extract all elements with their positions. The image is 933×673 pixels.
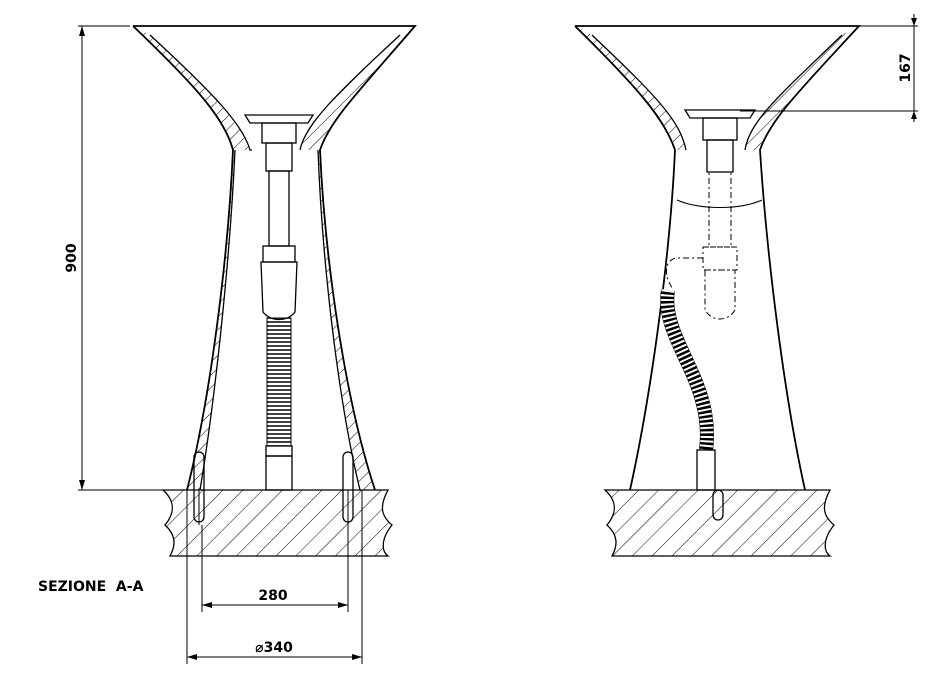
dimension-height-label: 900 bbox=[64, 243, 80, 272]
dimension-fixing-distance: 280 bbox=[201, 525, 349, 612]
dimension-height: 900 bbox=[64, 25, 163, 491]
basin-outer-left bbox=[133, 25, 417, 491]
floor-slab-left bbox=[161, 489, 393, 557]
section-label: SEZIONE A-A bbox=[38, 579, 144, 595]
dimension-fixing-distance-label: 280 bbox=[258, 588, 287, 604]
dimension-bowl-depth: 167 bbox=[740, 14, 918, 122]
floor-slab-right bbox=[603, 489, 835, 557]
section-view-left bbox=[132, 25, 417, 557]
dimension-base-diameter-label: ⌀340 bbox=[255, 640, 293, 656]
side-view-right bbox=[574, 25, 862, 557]
dimension-bowl-depth-label: 167 bbox=[898, 53, 914, 82]
dimension-base-diameter: ⌀340 bbox=[186, 490, 363, 664]
basin-outer-right bbox=[575, 25, 862, 491]
